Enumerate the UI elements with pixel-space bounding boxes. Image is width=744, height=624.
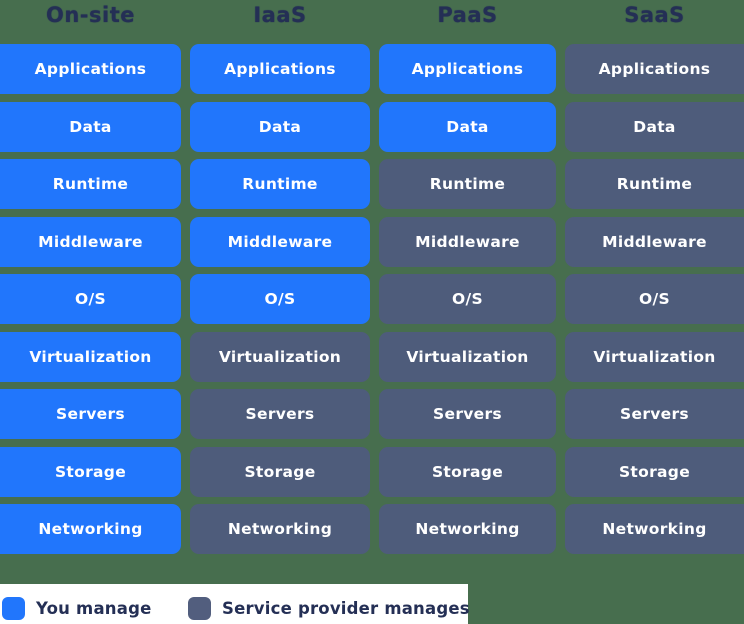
cell-on-site-applications: Applications bbox=[0, 44, 181, 94]
you-manage-swatch bbox=[2, 597, 25, 620]
legend-panel: You manage Service provider manages bbox=[0, 584, 470, 624]
cell-iaas-networking: Networking bbox=[190, 504, 370, 554]
cell-paas-os: O/S bbox=[379, 274, 556, 324]
cell-on-site-servers: Servers bbox=[0, 389, 181, 439]
you-manage-label: You manage bbox=[36, 599, 152, 618]
cell-on-site-runtime: Runtime bbox=[0, 159, 181, 209]
cell-iaas-storage: Storage bbox=[190, 446, 370, 497]
stack-grid: Applications Data Runtime Middleware O/S… bbox=[0, 44, 744, 554]
column-header-on-site: On-site bbox=[46, 3, 135, 27]
cell-paas-storage: Storage bbox=[379, 446, 556, 497]
cell-on-site-virtualization: Virtualization bbox=[0, 331, 181, 382]
cell-saas-applications: Applications bbox=[565, 44, 744, 94]
cell-on-site-data: Data bbox=[0, 101, 181, 152]
cell-saas-data: Data bbox=[565, 101, 744, 152]
provider-manages-swatch bbox=[188, 597, 211, 620]
column-header-paas: PaaS bbox=[437, 3, 498, 27]
cell-saas-networking: Networking bbox=[565, 504, 744, 554]
cell-on-site-networking: Networking bbox=[0, 504, 181, 554]
cell-saas-storage: Storage bbox=[565, 446, 744, 497]
cell-iaas-os: O/S bbox=[190, 274, 370, 324]
cell-saas-servers: Servers bbox=[565, 389, 744, 439]
cell-paas-runtime: Runtime bbox=[379, 159, 556, 209]
cell-paas-virtualization: Virtualization bbox=[379, 331, 556, 382]
cell-paas-networking: Networking bbox=[379, 504, 556, 554]
provider-manages-label: Service provider manages bbox=[222, 599, 470, 618]
legend-item-you-manage: You manage bbox=[2, 597, 151, 620]
cell-saas-runtime: Runtime bbox=[565, 159, 744, 209]
cell-paas-data: Data bbox=[379, 101, 556, 152]
column-header-iaas: IaaS bbox=[253, 3, 307, 27]
cell-paas-middleware: Middleware bbox=[379, 216, 556, 267]
column-header-saas: SaaS bbox=[624, 3, 685, 27]
cell-saas-middleware: Middleware bbox=[565, 216, 744, 267]
cell-on-site-storage: Storage bbox=[0, 446, 181, 497]
column-headers-row: On-site IaaS PaaS SaaS bbox=[0, 2, 744, 28]
cell-iaas-data: Data bbox=[190, 101, 370, 152]
cell-iaas-runtime: Runtime bbox=[190, 159, 370, 209]
cell-on-site-os: O/S bbox=[0, 274, 181, 324]
cell-iaas-middleware: Middleware bbox=[190, 216, 370, 267]
cell-iaas-virtualization: Virtualization bbox=[190, 331, 370, 382]
cell-saas-os: O/S bbox=[565, 274, 744, 324]
cell-saas-virtualization: Virtualization bbox=[565, 331, 744, 382]
legend-item-provider-manages: Service provider manages bbox=[188, 597, 470, 620]
cell-iaas-applications: Applications bbox=[190, 44, 370, 94]
cell-iaas-servers: Servers bbox=[190, 389, 370, 439]
cell-on-site-middleware: Middleware bbox=[0, 216, 181, 267]
cell-paas-applications: Applications bbox=[379, 44, 556, 94]
cell-paas-servers: Servers bbox=[379, 389, 556, 439]
